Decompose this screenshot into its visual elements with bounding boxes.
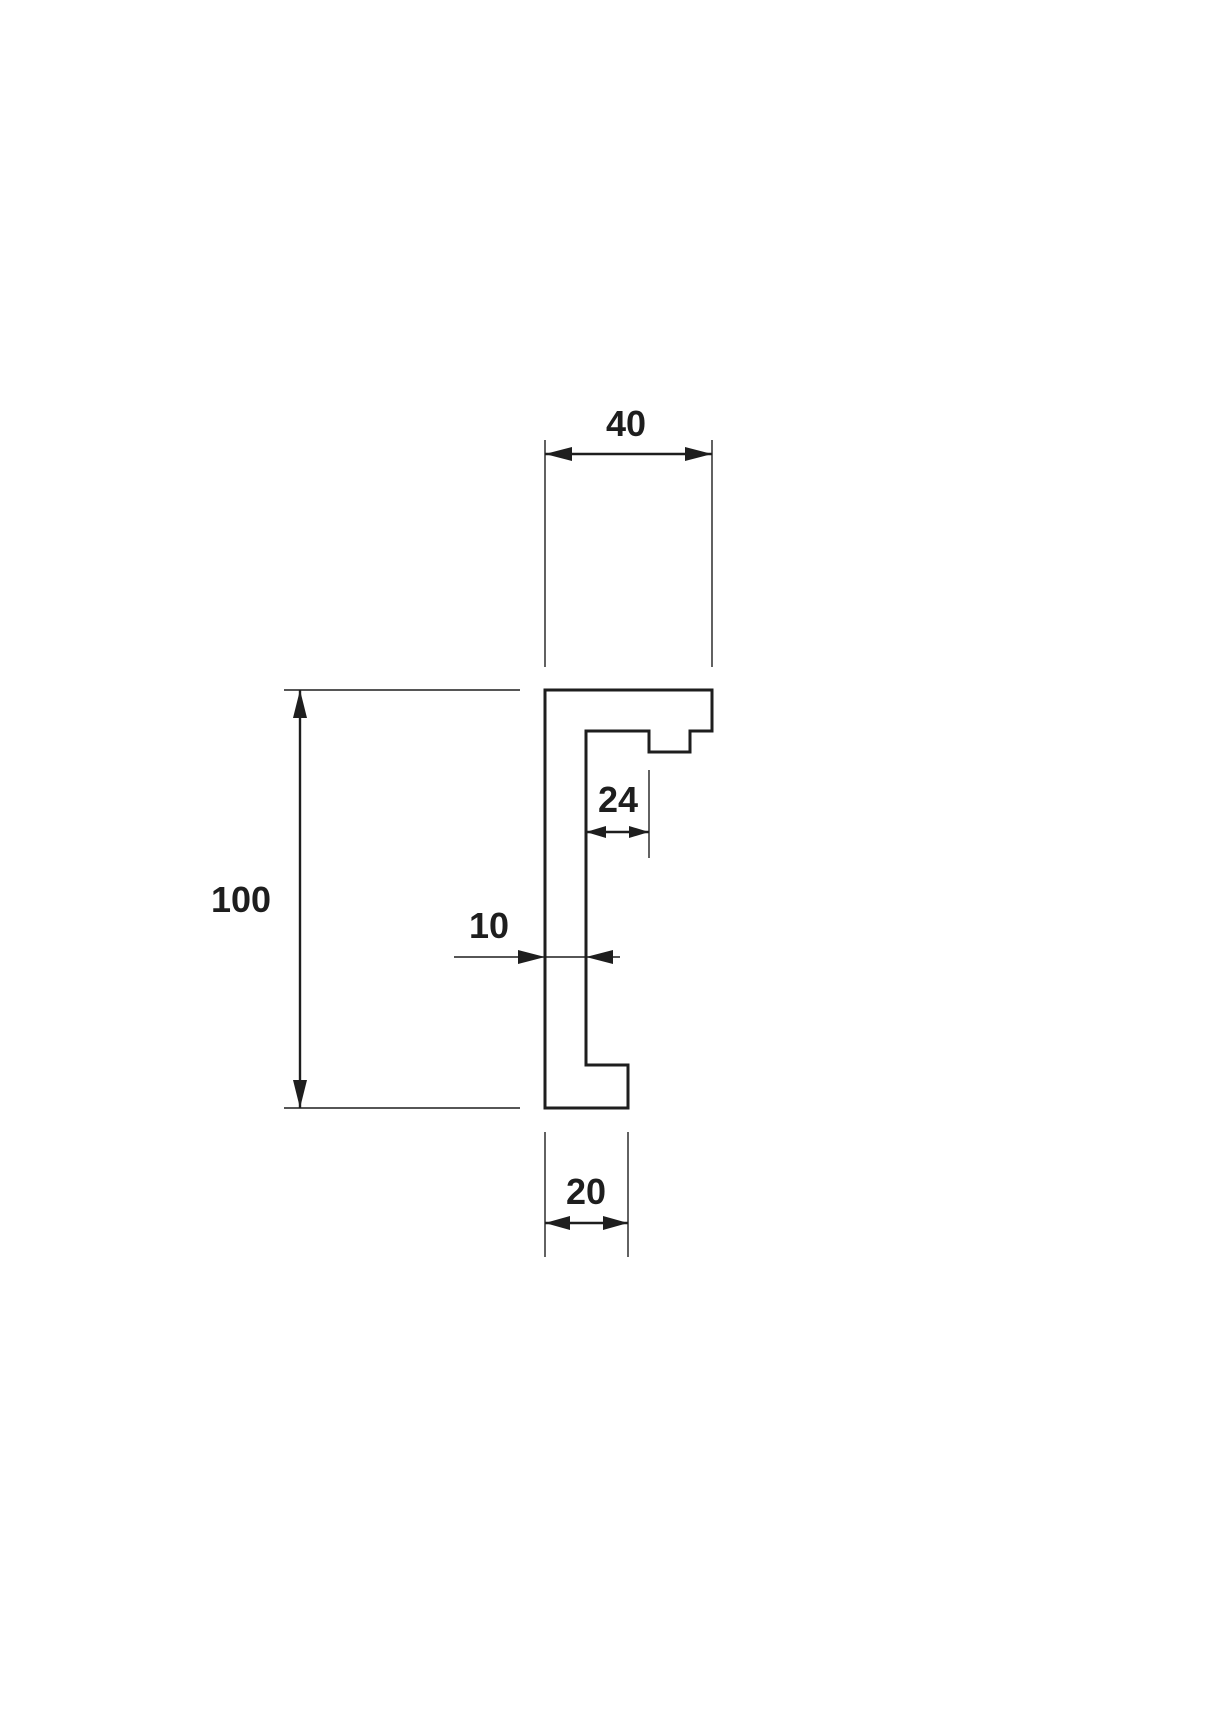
- arrow-right-icon: [629, 826, 649, 838]
- dimension-web-thickness: 10: [454, 905, 620, 964]
- arrow-down-icon: [293, 1080, 307, 1108]
- arrow-right-icon: [603, 1216, 628, 1230]
- profile-outline: [543, 688, 714, 1110]
- arrow-left-icon: [545, 1216, 570, 1230]
- dimension-label-base-width: 20: [566, 1171, 606, 1212]
- dimension-base-width: 20: [544, 1132, 629, 1257]
- arrow-left-icon: [586, 826, 606, 838]
- dimension-overall-width: 40: [544, 403, 713, 667]
- dimension-overall-height: 100: [211, 689, 520, 1109]
- arrow-right-icon: [685, 447, 712, 461]
- dimension-label-web-thickness: 10: [469, 905, 509, 946]
- arrow-left-icon: [586, 950, 613, 964]
- arrow-up-icon: [293, 690, 307, 718]
- dimension-label-overall-height: 100: [211, 879, 271, 920]
- arrow-right-icon: [518, 950, 545, 964]
- dimension-label-inner-return: 24: [598, 779, 638, 820]
- arrow-left-icon: [545, 447, 572, 461]
- dimension-inner-return: 24: [586, 770, 650, 858]
- dimension-label-overall-width: 40: [606, 403, 646, 444]
